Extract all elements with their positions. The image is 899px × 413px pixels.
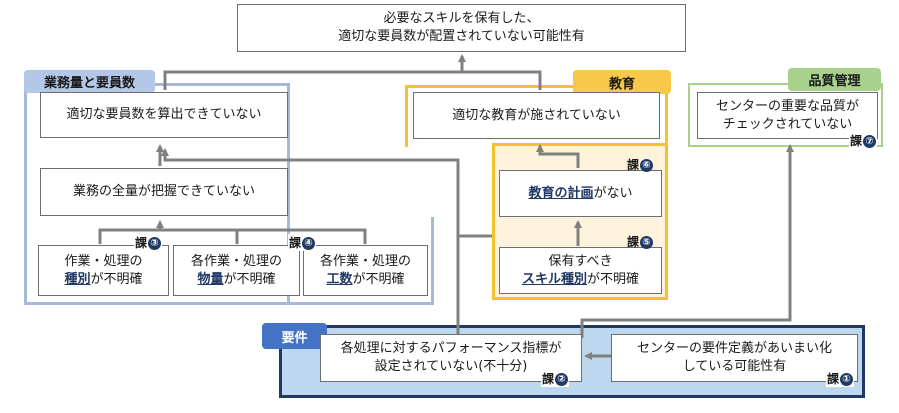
manhour-box: 各作業・処理の 工数が不明確 xyxy=(303,245,428,296)
type-box: 作業・処理の 種別が不明確 xyxy=(38,245,169,296)
volume-box: 各作業・処理の 物量が不明確 xyxy=(173,245,300,296)
arrow-to-top xyxy=(163,70,542,90)
arrow-plan-education xyxy=(536,144,580,168)
staffing-region-lower xyxy=(24,217,434,305)
top-box: 必要なスキルを保有した、 適切な要員数が配置されていない可能性有 xyxy=(237,4,686,52)
plan-highlight: 教育の計画 xyxy=(528,185,594,201)
arrow-kpi-headcount xyxy=(161,148,460,338)
kpi-box: 各処理に対するパフォーマンス指標が 設定されていない(不十分) xyxy=(320,334,582,382)
education-region xyxy=(405,85,668,147)
type-highlight: 種別 xyxy=(64,271,91,287)
manhour-highlight: 工数 xyxy=(326,271,353,287)
top-box-line1: 必要なスキルを保有した、 xyxy=(383,11,540,26)
education-plan-box: 教育の計画がない xyxy=(499,170,662,217)
staffing-tag: 業務量と要員数 xyxy=(24,70,155,93)
education-tag: 教育 xyxy=(573,70,671,94)
quality-tag: 品質管理 xyxy=(788,68,881,91)
reqdef-box: センターの要件定義があいまい化 している可能性有 xyxy=(611,334,858,382)
arrow-kpi-quality xyxy=(580,144,794,338)
volume-highlight: 物量 xyxy=(197,271,224,287)
headcount-box: 適切な要員数を算出できていない xyxy=(40,92,288,138)
skill-highlight: スキル種別 xyxy=(521,271,587,287)
top-box-line2: 適切な要員数が配置されていない可能性有 xyxy=(338,29,585,44)
education-box: 適切な教育が施されていない xyxy=(413,92,660,139)
skill-box: 保有すべき スキル種別が不明確 xyxy=(499,247,662,294)
workload-box: 業務の全量が把握できていない xyxy=(40,168,288,216)
requirements-tag: 要件 xyxy=(262,323,327,349)
quality-region xyxy=(688,83,883,147)
quality-box: センターの重要な品質が チェックされていない xyxy=(697,92,878,139)
